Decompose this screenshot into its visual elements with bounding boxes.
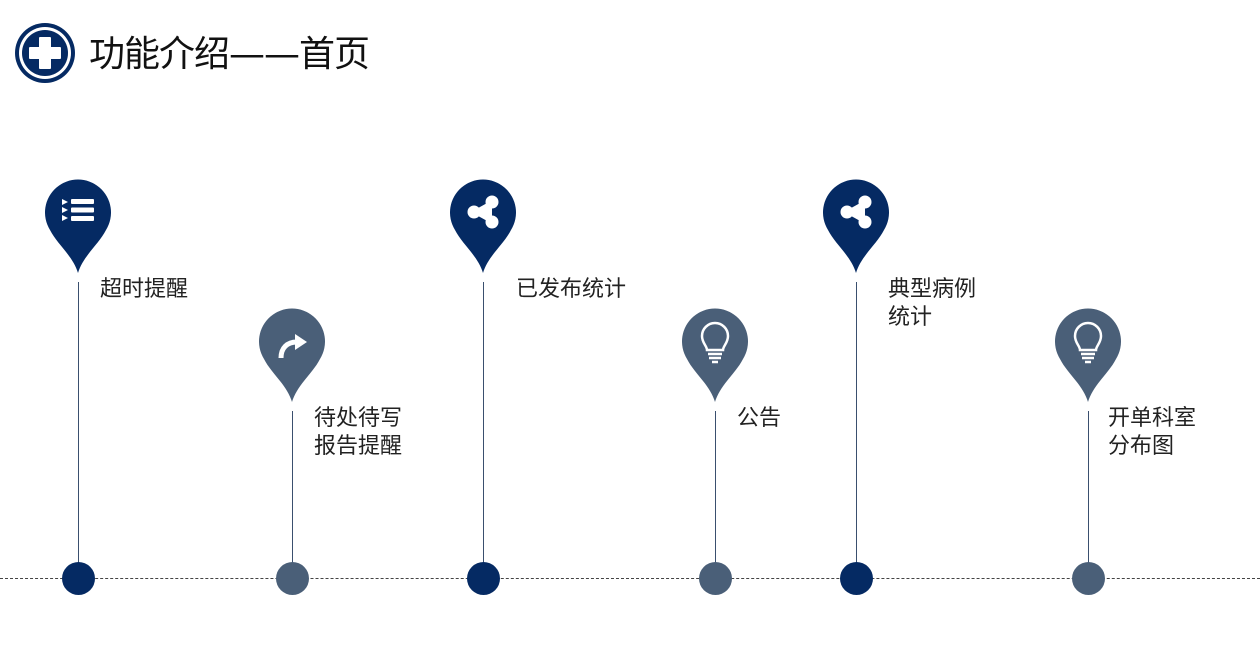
medical-cross-icon [15,23,75,83]
timeline-stem [292,411,293,578]
timeline-label: 典型病例 统计 [888,277,977,330]
timeline-dot [699,562,732,595]
timeline-pin[interactable] [450,178,516,274]
timeline-dot [62,562,95,595]
page-title: 功能介绍——首页 [89,34,370,75]
timeline-stem [78,282,79,578]
timeline-pin[interactable] [45,178,111,274]
timeline-pin[interactable] [1055,307,1121,403]
timeline-dot [467,562,500,595]
timeline-pin[interactable] [259,307,325,403]
timeline-stem [483,282,484,578]
lightbulb-icon [1073,321,1103,364]
timeline-stem [715,411,716,578]
timeline-pin[interactable] [682,307,748,403]
timeline-stem [856,282,857,578]
timeline-label: 超时提醒 [100,277,189,302]
timeline-stem [1088,411,1089,578]
share-icon [467,195,499,229]
timeline-label: 已发布统计 [516,277,627,302]
share-icon [840,195,872,229]
timeline-label: 开单科室 分布图 [1108,406,1197,459]
timeline-axis [0,578,1260,579]
timeline-dot [840,562,873,595]
timeline-label: 待处待写 报告提醒 [314,406,403,459]
list-icon [62,199,94,221]
lightbulb-icon [700,321,730,364]
timeline-label: 公告 [737,406,782,431]
redo-arrow-icon [278,334,307,359]
timeline-pin[interactable] [823,178,889,274]
timeline-dot [276,562,309,595]
timeline-dot [1072,562,1105,595]
